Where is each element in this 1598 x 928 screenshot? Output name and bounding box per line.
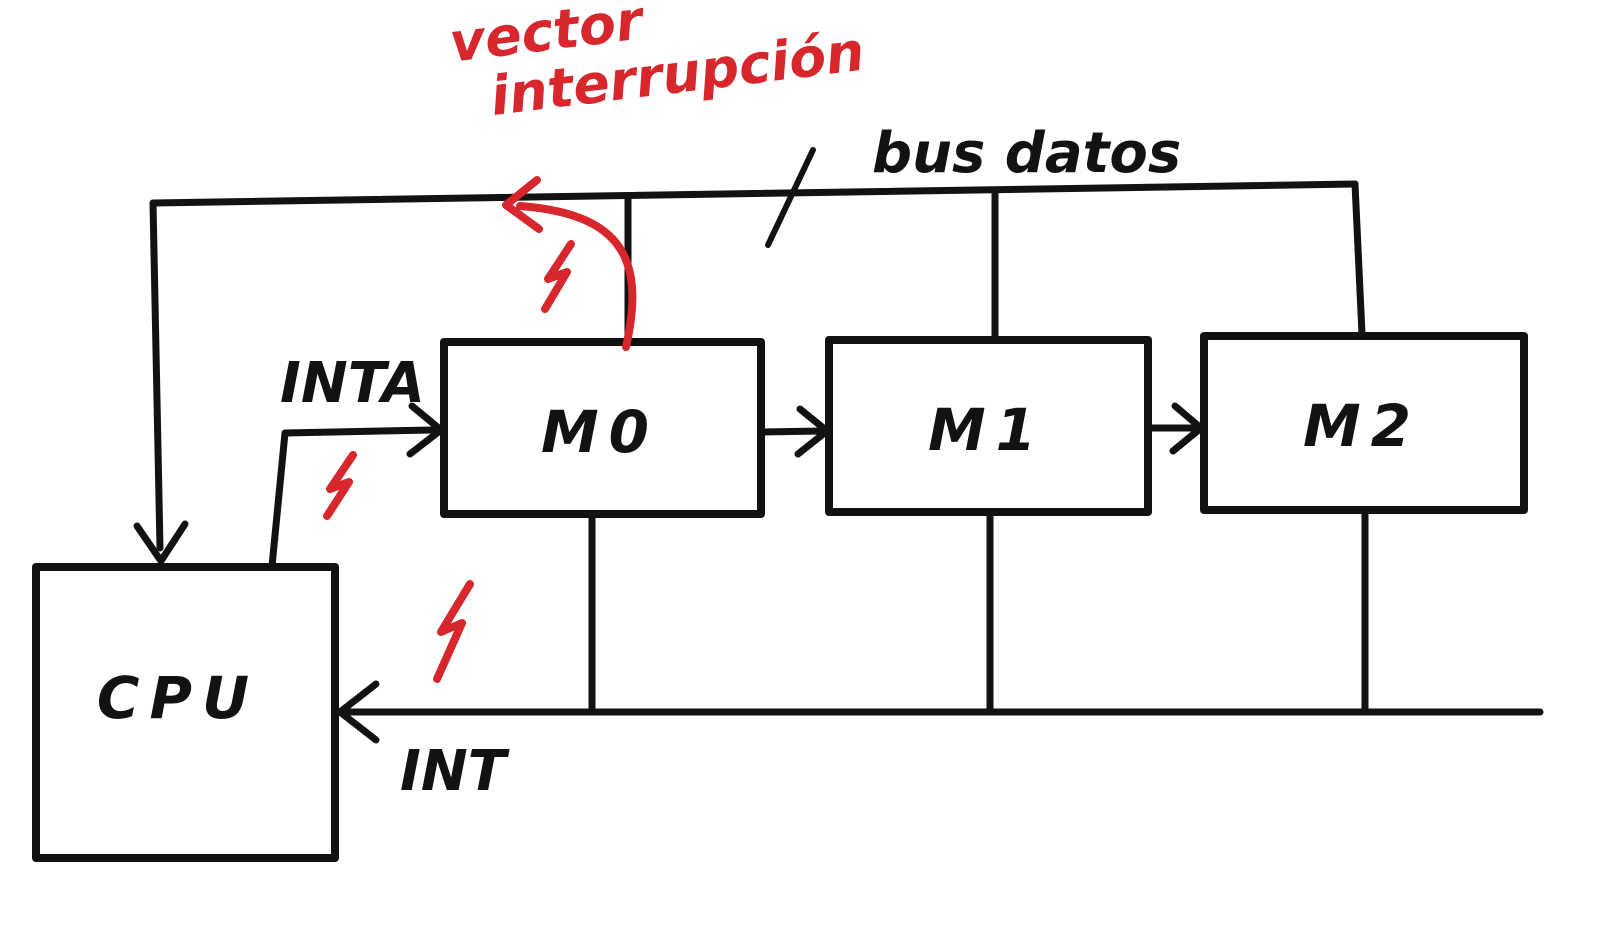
bus-to-m2-wire (1351, 180, 1366, 338)
lightning-bolt-int-icon (433, 580, 474, 683)
m0-label: M0 (541, 398, 659, 466)
bus-to-cpu-arrowhead (133, 520, 189, 565)
inta-arrowhead (406, 402, 445, 458)
inta-wire (268, 426, 436, 570)
int-label: INT (400, 739, 510, 804)
vector-interrupt-arrow (516, 202, 637, 351)
bus-datos-label: bus datos (872, 121, 1181, 186)
m0-to-m1-arrowhead (794, 405, 831, 458)
bus-datos-line (149, 180, 1359, 207)
bus-to-cpu-wire (149, 199, 164, 552)
m0-to-m1-wire (757, 427, 826, 436)
cpu-label: CPU (97, 664, 259, 732)
m1-block (825, 336, 1152, 516)
bus-width-slash (765, 147, 816, 248)
m1-to-m2-arrowhead (1169, 402, 1205, 455)
inta-label: INTA (280, 351, 425, 416)
lightning-bolt-inta-icon (323, 451, 357, 520)
vector-interrupt-arrowhead (502, 176, 543, 233)
int-arrowhead (336, 680, 380, 744)
m0-block (440, 338, 765, 518)
vector-interrupt-label-group: vector interrupción (446, 0, 868, 128)
lightning-bolt-vector-icon (541, 240, 575, 313)
cpu-block (32, 563, 339, 862)
m1-label: M1 (928, 396, 1046, 464)
m2-label: M2 (1303, 392, 1421, 460)
